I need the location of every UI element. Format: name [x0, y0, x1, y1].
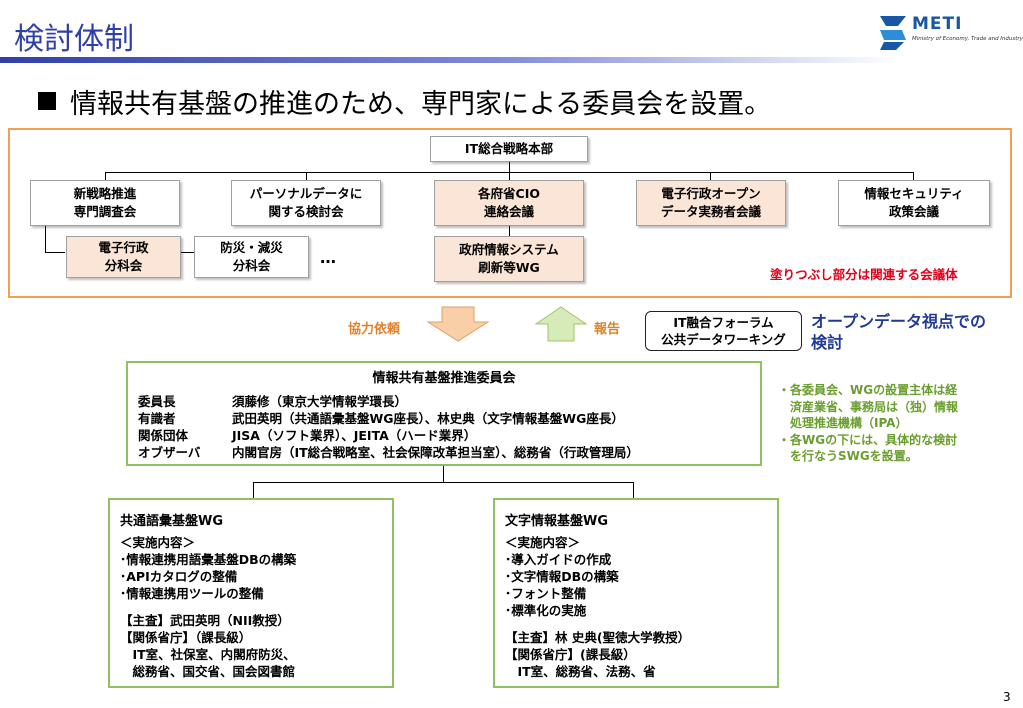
connector [253, 482, 254, 499]
wg-title: 文字情報基盤WG [505, 514, 609, 529]
personal-data-box: パーソナルデータに 関する検討会 [231, 180, 381, 226]
request-label: 協力依頼 [348, 322, 401, 337]
wg-line: 【主査】林 史典(聖徳大学教授） [505, 630, 691, 645]
wg-line: 【主査】武田英明（NII教授） [120, 613, 290, 628]
connector [45, 226, 46, 253]
wg-line: ･フォント整備 [505, 586, 587, 601]
wg-title: 共通語彙基盤WG [120, 514, 224, 529]
member-role: 有識者 [138, 411, 176, 426]
new-strategy-box: 新戦略推進 専門調査会 [30, 180, 180, 226]
member-role: 委員長 [138, 394, 176, 409]
connector [306, 172, 307, 180]
character-wg-box: 文字情報基盤WG ＜実施内容＞ ･導入ガイドの作成 ･文字情報DBの構築 ･フォ… [493, 498, 779, 688]
wg-line: ･情報連携用語彙基盤DBの構築 [120, 552, 297, 567]
title-underline [0, 57, 900, 63]
connector [509, 172, 510, 180]
subtitle: 情報共有基盤の推進のため、専門家による委員会を設置。 [38, 82, 771, 121]
ellipsis: … [320, 248, 336, 267]
connector [45, 252, 65, 253]
wg-line: 【関係省庁】(課長級） [505, 647, 636, 662]
down-arrow-icon [426, 306, 490, 342]
side-note: ・各委員会、WGの設置主体は経 済産業省、事務局は（独）情報 処理推進機構（IP… [778, 383, 959, 430]
egov-subcommittee-box: 電子行政 分科会 [66, 236, 181, 278]
member-role: オブザーバ [138, 445, 201, 460]
page-title: 検討体制 [14, 22, 134, 57]
logo-text: METI [912, 14, 963, 34]
side-notes: ・各委員会、WGの設置主体は経 済産業省、事務局は（独）情報 処理推進機構（IP… [778, 382, 1008, 465]
subtitle-text: 情報共有基盤の推進のため、専門家による委員会を設置。 [70, 89, 772, 120]
wg-line: ＜実施内容＞ [505, 535, 581, 550]
page-number: 3 [1003, 690, 1011, 704]
member-name: JISA（ソフト業界）、JEITA（ハード業界） [232, 428, 477, 443]
cio-box: 各府省CIO 連絡会議 [434, 180, 584, 226]
wg-line: 総務省、国交省、国会図書館 [120, 664, 296, 679]
wg-line: ･情報連携用ツールの整備 [120, 586, 264, 601]
wg-line: ･導入ガイドの作成 [505, 552, 612, 567]
security-box: 情報セキュリティ 政策会議 [838, 180, 990, 226]
connector [181, 252, 195, 253]
up-arrow-icon [534, 306, 588, 342]
square-bullet-icon [38, 92, 56, 110]
wg-line: ･標準化の実施 [505, 603, 587, 618]
connector [710, 172, 711, 180]
member-role: 関係団体 [138, 428, 189, 443]
committee-title: 情報共有基盤推進委員会 [372, 371, 516, 386]
it-headquarters-frame [8, 128, 1012, 298]
wg-line: IT室、社保室、内閣府防災、 [120, 647, 296, 662]
connector [509, 162, 510, 173]
wg-line: ･文字情報DBの構築 [505, 569, 619, 584]
connector [633, 482, 634, 499]
side-note: ・各WGの下には、具体的な検討 を行なうSWGを設置。 [778, 432, 958, 464]
disaster-subcommittee-box: 防災・減災 分科会 [194, 236, 309, 278]
connector [913, 172, 914, 180]
forum-note: オープンデータ視点での 検討 [811, 312, 987, 352]
member-name: 武田英明（共通語彙基盤WG座長）、林史典（文字情報基盤WG座長） [232, 411, 624, 426]
forum-box: IT融合フォーラム 公共データワーキング [645, 311, 802, 351]
wg-line: IT室、総務省、法務、省 [505, 664, 656, 679]
wg-line: ＜実施内容＞ [120, 535, 196, 550]
vocabulary-wg-box: 共通語彙基盤WG ＜実施内容＞ ･情報連携用語彙基盤DBの構築 ･APIカタログ… [108, 498, 394, 688]
logo-subtitle: Ministry of Economy, Trade and Industry [912, 36, 1023, 42]
gov-system-wg-box: 政府情報システム 刷新等WG [434, 236, 584, 282]
meti-logo-icon [880, 16, 906, 50]
fill-note: 塗りつぶし部分は関連する会議体 [770, 267, 958, 282]
open-data-box: 電子行政オープン データ実務者会議 [636, 180, 786, 226]
it-hq-box: IT総合戦略本部 [430, 136, 588, 162]
connector [105, 172, 106, 180]
member-name: 内閣官房（IT総合戦略室、社会保障改革担当室）、総務省（行政管理局） [232, 445, 639, 460]
connector [509, 226, 510, 236]
member-name: 須藤修（東京大学情報学環長） [232, 394, 408, 409]
wg-line: 【関係省庁】（課長級） [120, 630, 252, 645]
wg-line: ･APIカタログの整備 [120, 569, 238, 584]
connector [253, 482, 634, 483]
report-label: 報告 [594, 322, 621, 337]
connector [443, 466, 444, 483]
committee-box: 情報共有基盤推進委員会 委員長 須藤修（東京大学情報学環長） 有識者 武田英明（… [126, 361, 762, 466]
